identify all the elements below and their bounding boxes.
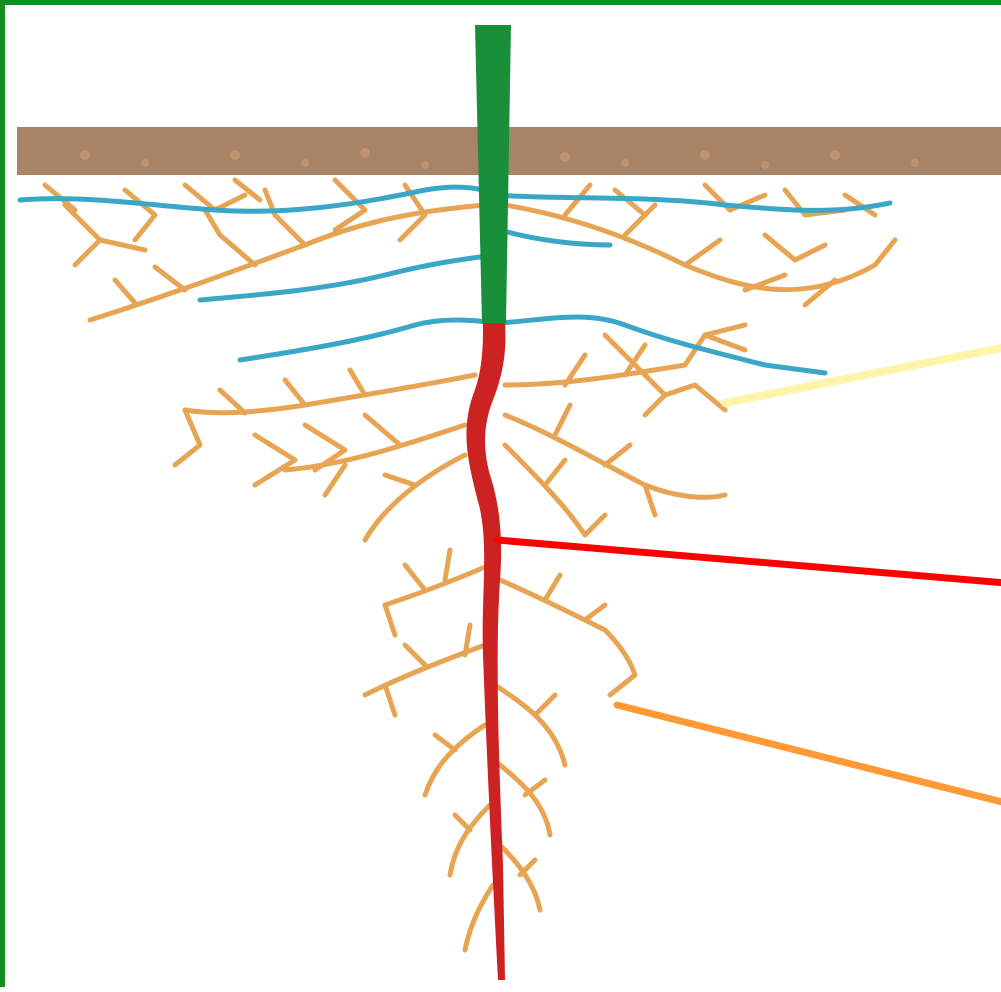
root-system-diagram <box>5 5 1001 992</box>
pointer-lateral-roots <box>617 705 1001 803</box>
pointer-adventitious-roots <box>725 347 1001 403</box>
pointer-taproot <box>497 540 1001 583</box>
stem <box>475 25 511 323</box>
adventitious-roots <box>20 187 890 373</box>
